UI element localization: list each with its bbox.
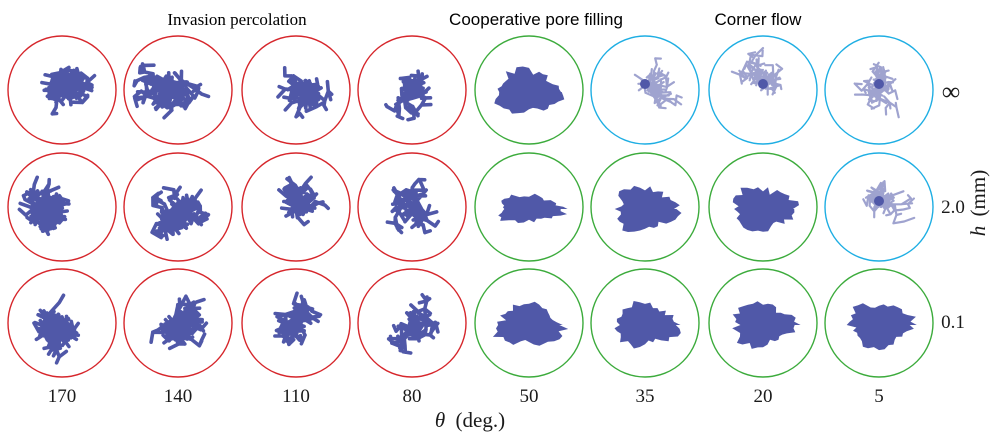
cell-boundary-circle: [474, 268, 584, 378]
cell-boundary-circle: [357, 152, 467, 262]
pattern-core: [874, 79, 884, 89]
pattern-panel: [824, 35, 934, 145]
cell-boundary-circle: [241, 35, 351, 145]
cell-boundary-circle: [708, 152, 818, 262]
h-row-label-0-1: 0.1: [941, 312, 965, 333]
pattern-panel: [7, 35, 117, 145]
cell-boundary-circle: [123, 35, 233, 145]
pattern-blob: [732, 187, 799, 232]
pattern-panel: [357, 35, 467, 145]
theta-tick-170: 170: [48, 386, 77, 407]
pattern-core: [640, 79, 650, 89]
theta-tick-20: 20: [754, 386, 773, 407]
pattern-panel: [590, 35, 700, 145]
pattern-branches: [17, 175, 71, 237]
pattern-blob: [732, 301, 801, 349]
cell-boundary-circle: [824, 35, 934, 145]
pattern-panel: [824, 268, 934, 378]
pattern-panel: [123, 152, 233, 262]
pattern-panel: [7, 152, 117, 262]
pattern-panel: [708, 152, 818, 262]
pattern-branches: [730, 47, 784, 96]
regime-title-invasion-percolation: Invasion percolation: [167, 10, 307, 29]
y-axis-symbol: h: [966, 226, 990, 237]
theta-tick-5: 5: [874, 386, 884, 407]
cell-boundary-circle: [7, 268, 117, 378]
pattern-panel: [474, 152, 584, 262]
pattern-branches: [149, 294, 209, 351]
pattern-blob: [492, 301, 569, 346]
pattern-panel: [708, 35, 818, 145]
cell-boundary-circle: [708, 268, 818, 378]
pattern-panel: [824, 152, 934, 262]
cell-boundary-circle: [357, 268, 467, 378]
regime-title-cooperative-pore-filling: Cooperative pore filling: [449, 10, 623, 29]
x-axis-symbol: θ: [435, 408, 445, 432]
cell-boundary-circle: [241, 268, 351, 378]
pattern-core: [758, 79, 768, 89]
pattern-branches: [633, 57, 683, 110]
h-row-label-2-0: 2.0: [941, 197, 965, 218]
h-row-label-infinity: ∞: [942, 77, 961, 106]
x-axis-label: θ (deg.): [435, 408, 505, 432]
regime-title-corner-flow: Corner flow: [715, 10, 803, 29]
pattern-branches: [40, 65, 97, 116]
pattern-blob: [846, 303, 917, 351]
pattern-branches: [132, 62, 211, 120]
cell-boundary-circle: [474, 35, 584, 145]
cell-boundary-circle: [123, 268, 233, 378]
panel-grid: [7, 35, 934, 378]
cell-boundary-circle: [708, 35, 818, 145]
pattern-panel: [123, 35, 233, 145]
theta-tick-35: 35: [636, 386, 655, 407]
pattern-panel: [7, 268, 117, 378]
cell-boundary-circle: [590, 268, 700, 378]
theta-tick-80: 80: [403, 386, 422, 407]
y-axis-label: h (mm): [966, 170, 990, 236]
pattern-branches: [862, 180, 916, 225]
pattern-panel: [357, 152, 467, 262]
pattern-branches: [853, 61, 900, 119]
pattern-panel: [708, 268, 818, 378]
pattern-blob: [498, 193, 568, 223]
pattern-branches: [277, 175, 330, 227]
pattern-branches: [385, 177, 441, 235]
cell-boundary-circle: [474, 152, 584, 262]
pattern-panel: [241, 35, 351, 145]
pattern-panel: [123, 268, 233, 378]
pattern-panel: [474, 268, 584, 378]
pattern-panel: [241, 152, 351, 262]
cell-boundary-circle: [824, 152, 934, 262]
cell-boundary-circle: [357, 35, 467, 145]
pattern-branches: [32, 293, 81, 365]
pattern-panel: [590, 268, 700, 378]
pattern-blob: [494, 66, 565, 114]
theta-tick-140: 140: [164, 386, 193, 407]
cell-boundary-circle: [824, 268, 934, 378]
pattern-branches: [386, 293, 440, 355]
pattern-panel: [357, 268, 467, 378]
pattern-panel: [474, 35, 584, 145]
pattern-core: [874, 196, 884, 206]
pattern-blob: [614, 301, 681, 349]
cell-boundary-circle: [7, 152, 117, 262]
pattern-panel: [590, 152, 700, 262]
pattern-branches: [150, 185, 211, 241]
x-axis-unit: (deg.): [456, 408, 506, 432]
y-axis-unit: (mm): [966, 170, 990, 217]
pattern-blob: [614, 185, 682, 232]
pattern-branches: [384, 69, 433, 122]
pattern-branches: [276, 66, 334, 119]
theta-tick-50: 50: [520, 386, 539, 407]
theta-tick-110: 110: [282, 386, 310, 407]
cell-boundary-circle: [123, 152, 233, 262]
cell-boundary-circle: [590, 35, 700, 145]
cell-boundary-circle: [590, 152, 700, 262]
pattern-panel: [241, 268, 351, 378]
cell-boundary-circle: [7, 35, 117, 145]
pattern-branches: [273, 291, 323, 347]
cell-boundary-circle: [241, 152, 351, 262]
